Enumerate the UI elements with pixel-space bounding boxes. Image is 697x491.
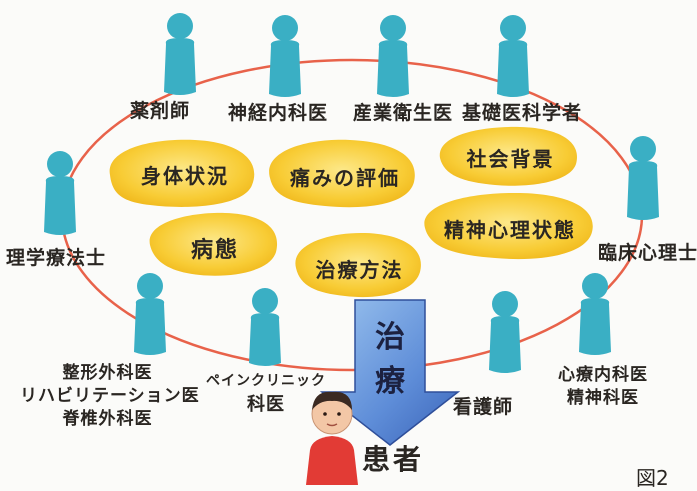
- blob-mental: [424, 192, 593, 260]
- label-pain-clinic-group: ペインクリニック 科医: [206, 370, 326, 416]
- blob-pathology: [149, 212, 278, 276]
- blob-treatment-method: [295, 232, 421, 298]
- person-icon: [627, 136, 659, 220]
- figure-number: 図2: [636, 466, 669, 490]
- person-icon: [164, 13, 196, 95]
- factor-treatment-method: 治療方法: [315, 258, 404, 282]
- label-pain-clinic-doctor: 科医: [247, 394, 285, 415]
- factor-blobs: [109, 126, 593, 298]
- label-psych-group: 心療内科医 精神科医: [548, 364, 658, 410]
- label-orthopedic-group: 整形外科医 リハビリテーション医 脊椎外科医: [20, 362, 200, 431]
- patient-label: 患者: [362, 443, 425, 476]
- person-icon: [579, 273, 611, 355]
- label-occupational-physician: 産業衛生医: [353, 102, 454, 124]
- label-basic-scientist: 基礎医科学者: [462, 102, 583, 124]
- person-icon: [134, 273, 166, 355]
- factor-social: 社会背景: [466, 147, 555, 171]
- label-physical-therapist: 理学療法士: [6, 247, 107, 269]
- people: [44, 13, 659, 373]
- label-pain-clinic: ペインクリニック: [206, 373, 326, 389]
- label-psychosomatic: 心療内科医: [558, 365, 648, 385]
- label-clinical-psychologist: 臨床心理士: [598, 242, 697, 264]
- person-icon: [249, 288, 281, 366]
- arrow-text-2: 療: [375, 364, 405, 399]
- factor-physical: 身体状況: [141, 164, 229, 188]
- factor-pathology: 病態: [190, 238, 239, 263]
- factor-pain-eval: 痛みの評価: [290, 166, 400, 190]
- blob-social: [439, 126, 577, 186]
- blob-pain-eval: [269, 139, 415, 208]
- label-psychiatry: 精神科医: [567, 388, 639, 408]
- label-nurse: 看護師: [453, 396, 514, 418]
- factor-mental: 精神心理状態: [444, 218, 576, 242]
- label-orthopedic: 整形外科医: [62, 363, 153, 383]
- person-icon: [377, 15, 409, 97]
- blob-physical: [109, 139, 255, 207]
- label-spine: 脊椎外科医: [62, 409, 153, 429]
- person-icon: [44, 151, 76, 235]
- person-icon: [489, 291, 521, 373]
- patient-figure: [306, 391, 358, 485]
- label-rehabilitation: リハビリテーション医: [20, 386, 200, 406]
- label-pharmacist: 薬剤師: [130, 100, 191, 122]
- person-icon: [497, 15, 529, 97]
- treatment-arrow: [319, 299, 461, 446]
- label-neurologist: 神経内科医: [228, 102, 329, 124]
- arrow-text-1: 治: [375, 320, 405, 355]
- person-icon: [269, 15, 301, 97]
